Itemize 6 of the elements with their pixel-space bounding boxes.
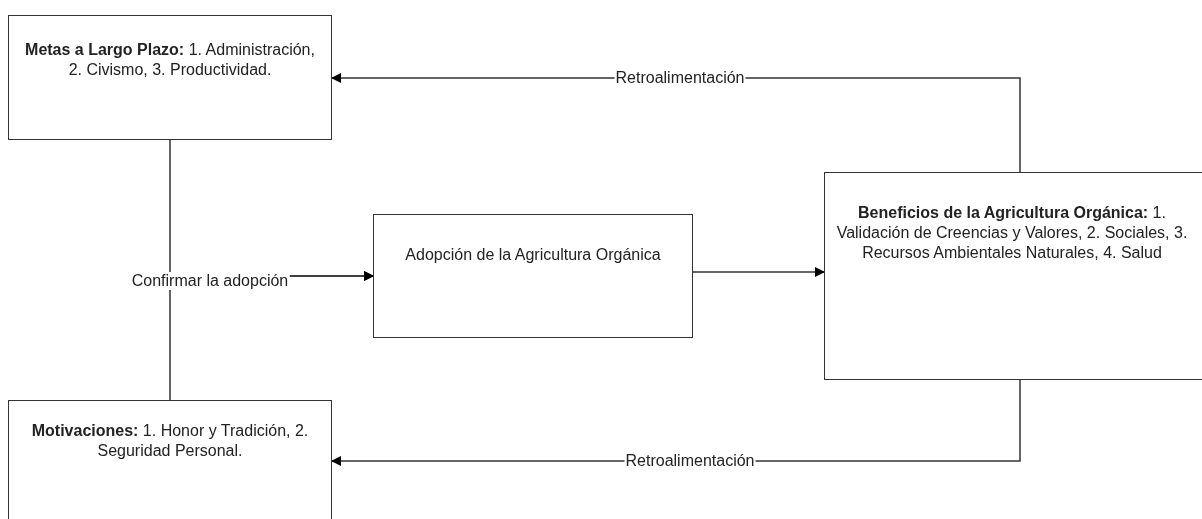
edge-label: Confirmar la adopción xyxy=(130,272,290,290)
process-box: Adopción de la Agricultura Orgánica xyxy=(373,214,693,338)
process-box: Beneficios de la Agricultura Orgánica: 1. Validación de Creencias y Valores, 2. Sociales, 3. Recursos Ambientales Naturales, 4. Salud xyxy=(824,172,1202,380)
process-box: Metas a Largo Plazo: 1. Administración, 2. Civismo, 3. Productividad. xyxy=(8,15,332,140)
connector-arrow xyxy=(692,267,825,277)
process-box: Motivaciones: 1. Honor y Tradición, 2. Seguridad Personal. xyxy=(8,400,332,519)
